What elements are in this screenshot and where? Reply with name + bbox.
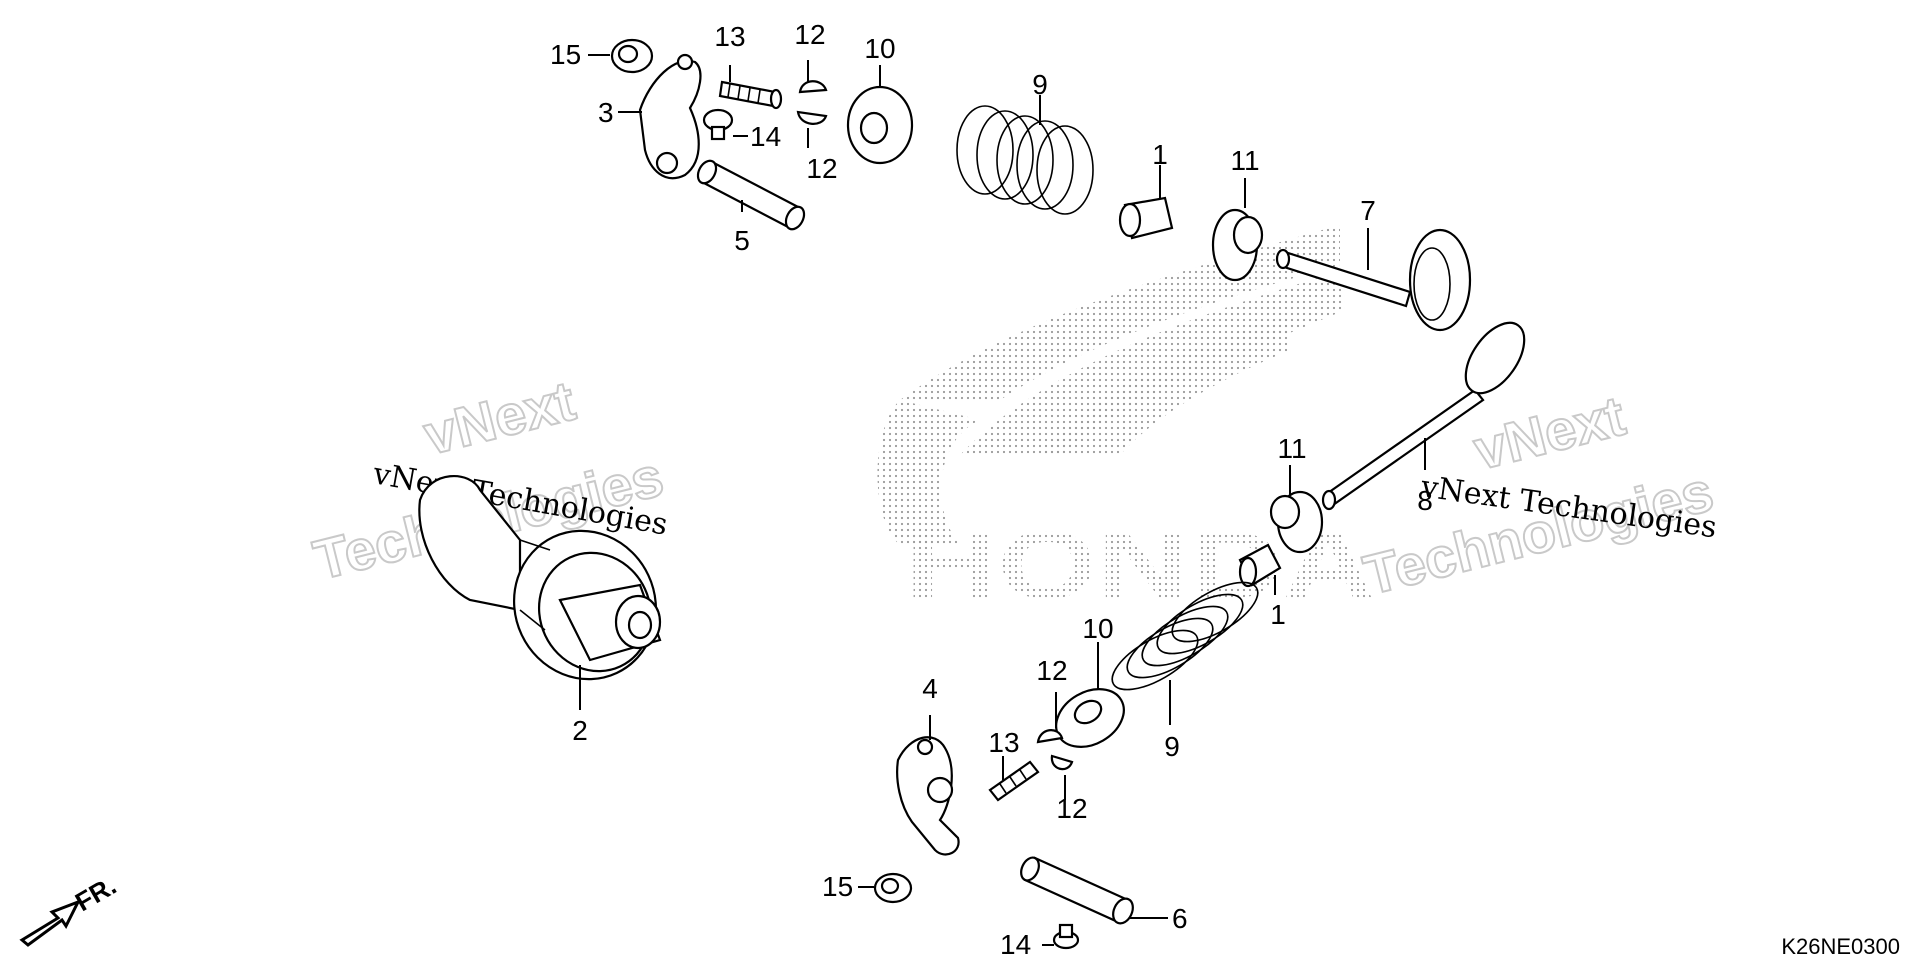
diagram-code: K26NE0300: [1781, 934, 1900, 959]
front-direction-label: FR.: [70, 870, 121, 917]
camshaft-2: [418, 475, 662, 681]
watermark-line1-right: vNext: [1468, 384, 1631, 482]
callout-9-top: 9: [1032, 69, 1048, 100]
leader-lines: [579, 54, 1426, 946]
callout-12-top-b: 12: [806, 153, 837, 184]
callout-13-top: 13: [714, 21, 745, 52]
callout-15-top: 15: [550, 39, 581, 70]
callout-10-top: 10: [864, 33, 895, 64]
callout-5: 5: [734, 225, 750, 256]
screw-14-bottom: [1052, 923, 1080, 950]
callout-1-bottom: 1: [1270, 599, 1286, 630]
stem-seal-1-top: [1118, 196, 1174, 240]
callout-14-bottom: 14: [1000, 929, 1031, 960]
front-direction-arrow: FR.: [19, 870, 121, 947]
adjusting-screw-13-top: [718, 80, 783, 110]
callout-9-bottom: 9: [1164, 731, 1180, 762]
cotter-12-top-a: [798, 80, 828, 94]
cotter-12-bottom-a: [1036, 729, 1064, 744]
callout-14-top: 14: [750, 121, 781, 152]
valve-spring-9-top: [956, 105, 1094, 215]
rocker-shaft-5: [696, 159, 806, 231]
valve-spring-9-bottom: [1111, 581, 1259, 691]
intake-valve-7: [1275, 228, 1472, 332]
spring-seat-11-top: [1211, 208, 1264, 282]
spring-retainer-10-top: [846, 85, 914, 165]
spring-seat-11-bottom: [1269, 490, 1324, 554]
callout-12-bottom-a: 12: [1036, 655, 1067, 686]
cotter-12-bottom-b: [1050, 754, 1074, 771]
rocker-shaft-6: [1020, 856, 1134, 925]
adjusting-screw-13-bottom: [988, 760, 1040, 802]
callout-11-top: 11: [1230, 145, 1259, 176]
honda-wing-logo: HONDA: [877, 225, 1375, 619]
callout-6: 6: [1172, 903, 1188, 934]
watermark-right: vNext Technologies vNext Technologies: [1357, 383, 1720, 608]
callout-8: 8: [1417, 485, 1433, 516]
callout-4: 4: [922, 673, 938, 704]
callout-10-bottom: 10: [1082, 613, 1113, 644]
callout-1-top: 1: [1152, 139, 1168, 170]
screw-14-top: [702, 108, 734, 141]
callout-7: 7: [1360, 195, 1376, 226]
exhaust-valve-8: [1321, 321, 1526, 511]
callout-11-bottom: 11: [1277, 433, 1306, 464]
nut-15-top: [610, 38, 654, 74]
nut-15-bottom: [873, 872, 913, 904]
watermark-line1: vNext: [418, 369, 581, 467]
callout-labels: 15 3 13 12 14 12 5 10 9 1 11 7 8 11 1 9 …: [550, 19, 1433, 960]
stem-seal-1-bottom: [1238, 543, 1282, 588]
callout-13-bottom: 13: [988, 727, 1019, 758]
spring-retainer-10-bottom: [1055, 688, 1125, 748]
callout-15-bottom: 15: [822, 871, 853, 902]
cotter-12-top-b: [796, 110, 828, 125]
rocker-arm-3: [638, 53, 702, 180]
callout-2: 2: [572, 715, 588, 746]
callout-3: 3: [598, 97, 614, 128]
callout-12-top-a: 12: [794, 19, 825, 50]
rocker-arm-4: [896, 736, 960, 856]
callout-12-bottom-b: 12: [1056, 793, 1087, 824]
